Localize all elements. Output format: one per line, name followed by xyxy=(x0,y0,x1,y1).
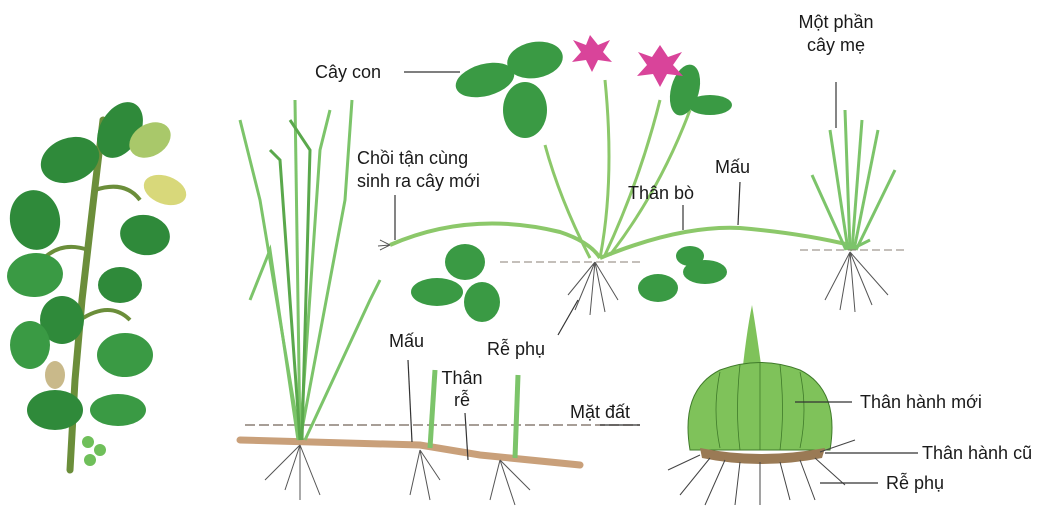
cutting-branch xyxy=(80,310,130,320)
cutting-bud xyxy=(82,436,94,448)
label-than-hanh-moi: Thân hành mới xyxy=(860,391,982,413)
label-re-phu-strawberry: Rễ phụ xyxy=(487,338,545,360)
label-than-bo: Thân bò xyxy=(628,182,694,204)
cutting-leaf xyxy=(90,394,146,426)
label-re-phu-bulb: Rễ phụ xyxy=(886,472,944,494)
label-choi-line2: sinh ra cây mới xyxy=(357,170,480,192)
strawberry-leaf xyxy=(683,260,727,284)
cutting-leaf xyxy=(140,169,191,210)
strawberry-leaf xyxy=(464,282,500,322)
cutting-bud xyxy=(84,454,96,466)
rhizome-stem xyxy=(240,440,580,465)
cutting-leaf xyxy=(45,361,65,389)
mother-plant xyxy=(800,82,905,312)
label-mau-bottom: Mấu xyxy=(389,330,424,352)
mother-roots xyxy=(825,252,888,312)
label-than-re-line1: Thân xyxy=(432,367,492,389)
strawberry-roots xyxy=(568,262,618,315)
node-leader xyxy=(408,360,412,442)
cutting-leaf xyxy=(27,390,83,430)
grass-blade xyxy=(250,250,298,440)
label-than-re-line2: rễ xyxy=(432,389,492,411)
cutting-leaf xyxy=(5,251,65,300)
runner-tip-icon xyxy=(378,240,390,250)
strawberry-leaf xyxy=(503,82,547,138)
label-mau-top: Mấu xyxy=(715,156,750,178)
cutting-leaf xyxy=(10,321,50,369)
runner-right xyxy=(600,228,850,258)
cutting-branch xyxy=(95,187,140,200)
flower-icon xyxy=(572,35,612,72)
flower-stalk xyxy=(605,100,660,255)
cutting-bud xyxy=(94,444,106,456)
strawberry-leaf xyxy=(411,278,463,306)
label-choi-line1: Chồi tận cùng xyxy=(357,147,468,169)
cutting-leaf xyxy=(117,211,173,259)
label-than-hanh-cu: Thân hành cũ xyxy=(922,442,1032,464)
label-mot-phan-line1: Một phần xyxy=(778,11,894,33)
strawberry-leaf xyxy=(445,244,485,280)
label-mat-dat: Mặt đất xyxy=(570,401,630,423)
label-mot-phan-line2: cây mẹ xyxy=(778,34,894,56)
cutting-leaf xyxy=(98,267,142,303)
cutting-leaf xyxy=(5,186,65,254)
flower-stalk xyxy=(600,80,609,258)
runner-left xyxy=(390,224,600,258)
cutting-leaf xyxy=(97,333,153,377)
shoot xyxy=(515,375,518,458)
strawberry-leaf xyxy=(688,95,732,115)
label-cay-con: Cây con xyxy=(315,61,381,83)
strawberry-leaf xyxy=(638,274,678,302)
cutting-plant xyxy=(5,94,190,470)
root-leader xyxy=(558,300,578,335)
node-leader xyxy=(738,182,740,225)
